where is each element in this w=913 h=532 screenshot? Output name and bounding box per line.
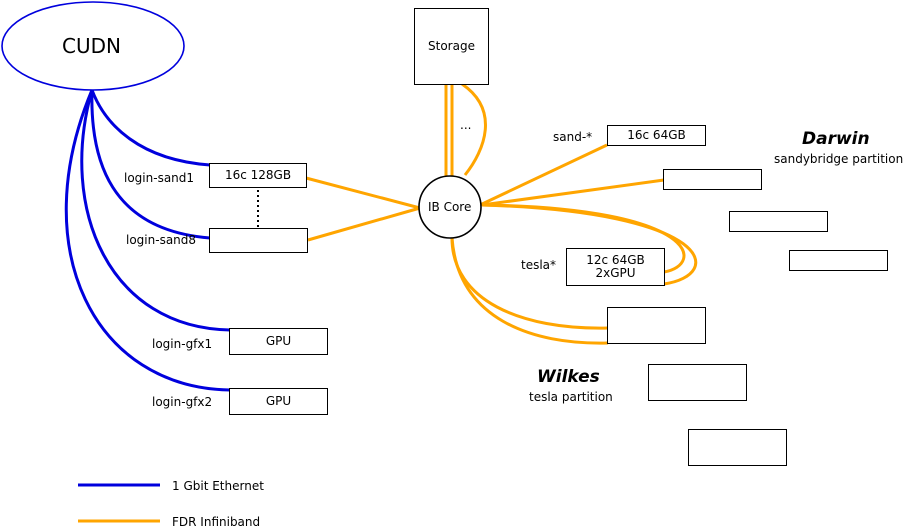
- login-sand8-label: login-sand8: [126, 233, 197, 247]
- cudn-node: [1, 1, 185, 91]
- wilkes-node-2: [648, 364, 747, 401]
- login-sand1-label: login-sand1: [124, 171, 195, 185]
- ethernet-link-sand8: [90, 89, 211, 240]
- ib-core-node: [418, 175, 482, 239]
- ib-link-sand: [479, 143, 608, 207]
- login-gfx2-label: login-gfx2: [152, 395, 213, 409]
- wilkes-title: Wilkes: [537, 367, 600, 387]
- login-gfx1-box: GPU: [229, 328, 328, 355]
- login-gfx2-box: GPU: [229, 388, 328, 415]
- storage-node: Storage: [414, 8, 489, 85]
- wilkes-node-3: [688, 429, 787, 466]
- darwin-subtitle: sandybridge partition: [774, 152, 904, 166]
- legend-infiniband-label: FDR Infiniband: [172, 515, 261, 529]
- ib-link-tesla-b: [481, 203, 698, 286]
- wilkes-node-1: [607, 307, 706, 344]
- ib-link-sand1: [305, 176, 421, 210]
- wilkes-subtitle: tesla partition: [529, 390, 613, 404]
- login-gfx1-label: login-gfx1: [152, 337, 213, 351]
- login-sand1-box: 16c 128GB: [209, 163, 307, 188]
- ib-link-sand8: [307, 206, 421, 242]
- ethernet-link-gfx2: [64, 89, 231, 392]
- tesla-box: 12c 64GB 2xGPU: [566, 248, 665, 286]
- ib-link-darwin-1: [481, 178, 665, 207]
- ethernet-link-sand1: [90, 89, 211, 167]
- sand-label: sand-*: [553, 130, 593, 144]
- darwin-node-3: [789, 250, 888, 271]
- sand-box: 16c 64GB: [607, 125, 706, 146]
- ib-core-label: IB Core: [428, 200, 472, 214]
- cudn-label: CUDN: [62, 34, 121, 58]
- ethernet-link-gfx1: [80, 89, 231, 332]
- tesla-label: tesla*: [521, 258, 557, 272]
- storage-ellipsis: ...: [460, 118, 472, 132]
- darwin-title: Darwin: [802, 129, 870, 149]
- ib-link-wilkes-b: [450, 237, 609, 345]
- darwin-node-2: [729, 211, 828, 232]
- ib-link-storage-c: [461, 82, 487, 176]
- legend-ethernet-label: 1 Gbit Ethernet: [172, 479, 264, 493]
- darwin-node-1: [663, 169, 762, 190]
- login-sand8-box: [209, 228, 308, 253]
